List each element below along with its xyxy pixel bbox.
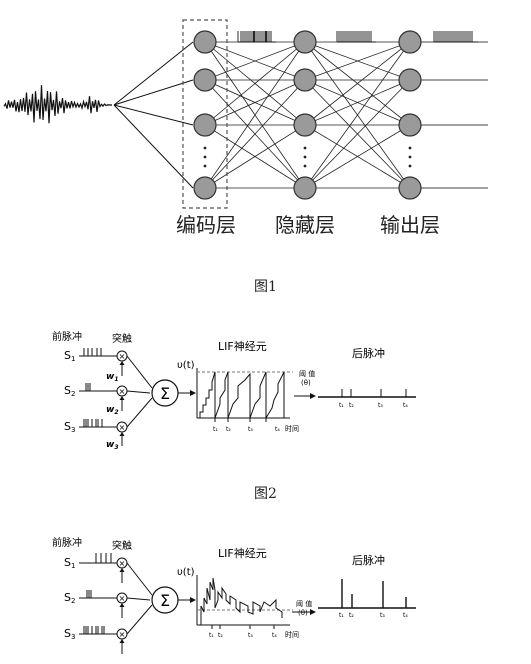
neuron-node xyxy=(193,113,217,137)
neuron-nodes xyxy=(193,30,422,200)
input-s3-label: S3 xyxy=(64,420,75,434)
synapse-label: 突触 xyxy=(112,332,132,345)
post-tick-t2-3: t₂ xyxy=(349,612,354,619)
membrane-trace xyxy=(197,371,285,420)
figure2-lif: 前脉冲 突触 S1 × w1 S2 × xyxy=(52,330,416,451)
threshold-value-3: (θ) xyxy=(298,609,308,617)
layer-connections xyxy=(204,41,411,189)
neuron-node xyxy=(398,68,422,92)
neuron-node xyxy=(398,30,422,54)
neuron-node xyxy=(193,68,217,92)
post-tick-t1-3: t₁ xyxy=(339,612,344,619)
neuron-node xyxy=(398,113,422,137)
neuron-node xyxy=(193,176,217,200)
input-row-3-1: S1 × xyxy=(64,553,128,583)
multiplier-3-symbol: × xyxy=(119,423,126,432)
encoding-layer-box xyxy=(182,19,228,209)
figure1-network: 编码层 隐藏层 输出层 xyxy=(3,19,488,237)
neuron-node xyxy=(193,30,217,54)
post-spike-label-3: 后脉冲 xyxy=(352,553,385,567)
post-tick-t3: t₃ xyxy=(378,402,383,409)
weight-w2-label: w2 xyxy=(106,405,119,416)
membrane-tick-t4: t₄ xyxy=(275,426,280,433)
post-spikes xyxy=(341,389,407,397)
input-row-2: S2 × w2 xyxy=(64,383,128,416)
input-row-3: S3 × w3 xyxy=(64,419,128,451)
post-tick-t1: t₁ xyxy=(339,402,344,409)
threshold-label: 阈 值 xyxy=(299,369,315,378)
post-tick-t3-3: t₃ xyxy=(380,612,385,619)
layer-spike-trains xyxy=(237,31,478,43)
input-row-1: S1 × w1 xyxy=(64,348,128,383)
layer-label-hidden: 隐藏层 xyxy=(275,213,335,237)
post-tick-t2: t₂ xyxy=(349,402,354,409)
weight-w1-label: w1 xyxy=(106,372,119,383)
post-tick-t4: t₄ xyxy=(403,402,408,409)
multiplier-1-symbol: × xyxy=(119,352,126,361)
input-row-3-3: S3 × xyxy=(64,626,128,654)
input-spikes-2 xyxy=(85,383,91,391)
input-spikes-1 xyxy=(83,348,102,356)
layer-label-encoding: 编码层 xyxy=(176,213,236,237)
multiplier-3-3-symbol: × xyxy=(119,630,126,639)
neuron-title: LIF神经元 xyxy=(218,339,267,353)
membrane-tick-t1: t₁ xyxy=(213,426,218,433)
ellipsis-dots xyxy=(203,146,412,168)
neuron-node xyxy=(293,176,317,200)
post-spikes-3 xyxy=(341,579,407,608)
membrane-time-ticks xyxy=(214,418,267,422)
input-row-3-2: S2 × xyxy=(64,590,128,618)
post-tick-t4-3: t₄ xyxy=(403,612,408,619)
input-s1-label: S1 xyxy=(64,349,75,363)
input-spikes-3 xyxy=(83,419,103,427)
input-fan-lines xyxy=(113,41,194,189)
membrane-axis-label-3: υ(t) xyxy=(177,567,195,578)
neuron-node xyxy=(293,113,317,137)
time-axis-label: 时间 xyxy=(285,424,299,433)
input-spikes-3-3 xyxy=(83,626,105,634)
figure1-caption: 图1 xyxy=(254,279,277,295)
synapse-label-3: 突触 xyxy=(112,539,132,552)
membrane-tick-t1-3: t₁ xyxy=(209,632,214,639)
neuron-node xyxy=(398,176,422,200)
figure2-caption: 图2 xyxy=(254,486,277,502)
layer-label-output: 输出层 xyxy=(380,213,440,237)
membrane-tick-t2: t₂ xyxy=(226,426,231,433)
membrane-tick-t2-3: t₂ xyxy=(218,632,223,639)
membrane-time-ticks-3 xyxy=(211,625,275,629)
membrane-tick-t3: t₃ xyxy=(248,426,253,433)
input-s3-label-3: S3 xyxy=(64,627,75,641)
neuron-node xyxy=(293,30,317,54)
multiplier-2-symbol: × xyxy=(119,387,126,396)
neuron-title-3: LIF神经元 xyxy=(218,546,267,560)
input-s1-label-3: S1 xyxy=(64,556,75,570)
membrane-tick-t3-3: t₃ xyxy=(248,632,253,639)
threshold-label-3: 阈 值 xyxy=(296,599,312,608)
sum-symbol: Σ xyxy=(160,384,170,403)
pre-spike-label-3: 前脉冲 xyxy=(52,536,82,549)
membrane-tick-t4-3: t₄ xyxy=(272,632,277,639)
input-s2-label: S2 xyxy=(64,384,75,398)
multiplier-3-2-symbol: × xyxy=(119,594,126,603)
multiplier-3-1-symbol: × xyxy=(119,559,126,568)
figure3-lif: 前脉冲 突触 S1 × S2 × S xyxy=(52,536,416,654)
audio-waveform xyxy=(3,85,113,124)
pre-spike-label: 前脉冲 xyxy=(52,330,82,343)
membrane-trace-3 xyxy=(197,577,283,626)
post-spike-label: 后脉冲 xyxy=(352,346,385,360)
membrane-axis-label: υ(t) xyxy=(177,360,195,371)
neuron-node xyxy=(293,68,317,92)
output-lines xyxy=(410,41,488,189)
weight-w3-label: w3 xyxy=(106,440,119,451)
input-spikes-3-2 xyxy=(86,590,92,598)
input-spikes-3-1 xyxy=(95,553,112,563)
sum-symbol-3: Σ xyxy=(160,591,170,610)
input-s2-label-3: S2 xyxy=(64,591,75,605)
time-axis-label-3: 时间 xyxy=(285,630,299,639)
threshold-value: (θ) xyxy=(301,379,311,387)
